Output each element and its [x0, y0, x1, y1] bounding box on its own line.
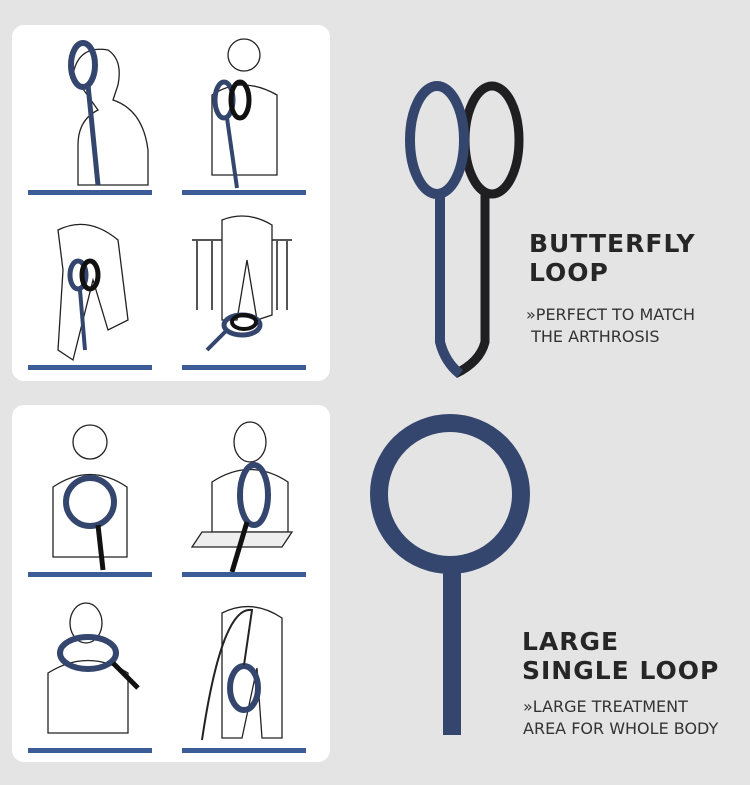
- single-loop-usage-panel: [12, 405, 330, 762]
- title-line: BUTTERFLY: [529, 229, 696, 258]
- usage-abdomen: [28, 417, 152, 577]
- desc-line: »LARGE TREATMENT: [523, 697, 688, 716]
- usage-head: [28, 35, 152, 195]
- title-line: LOOP: [529, 258, 609, 287]
- usage-shoulder: [182, 35, 306, 195]
- desc-line: THE ARTHROSIS: [526, 327, 660, 346]
- butterfly-description: »PERFECT TO MATCH THE ARTHROSIS: [526, 304, 695, 348]
- usage-ankle: [182, 210, 306, 370]
- divider-bar: [28, 190, 152, 195]
- usage-knee: [28, 210, 152, 370]
- usage-neck: [28, 593, 152, 753]
- divider-bar: [182, 572, 306, 577]
- divider-bar: [182, 365, 306, 370]
- single-loop-description: »LARGE TREATMENT AREA FOR WHOLE BODY: [523, 696, 718, 740]
- usage-back: [182, 417, 306, 577]
- desc-line: »PERFECT TO MATCH: [526, 305, 696, 324]
- single-loop-image: [370, 414, 530, 735]
- usage-thigh: [182, 593, 306, 753]
- butterfly-usage-panel: [12, 25, 330, 381]
- divider-bar: [182, 748, 306, 753]
- divider-bar: [28, 365, 152, 370]
- title-line: LARGE: [522, 627, 620, 656]
- desc-line: AREA FOR WHOLE BODY: [523, 719, 719, 738]
- butterfly-loop-image: [405, 81, 524, 379]
- divider-bar: [182, 190, 306, 195]
- title-line: SINGLE LOOP: [522, 656, 720, 685]
- divider-bar: [28, 748, 152, 753]
- divider-bar: [28, 572, 152, 577]
